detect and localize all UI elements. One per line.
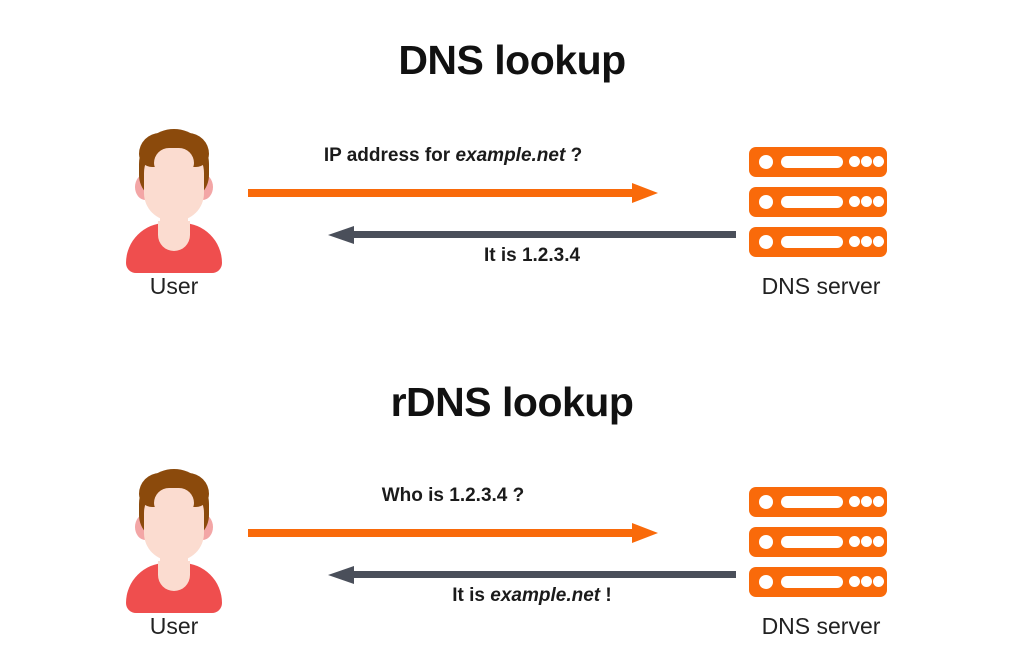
server-led-group xyxy=(849,496,884,508)
server-led-2 xyxy=(861,536,872,547)
section-title-rdns: rDNS lookup xyxy=(390,379,634,425)
server-slot-bar xyxy=(781,536,843,548)
server-slot-bar xyxy=(781,236,843,248)
server-slot-bar xyxy=(781,496,843,508)
flow-diagram-rdns: User Who is 1.2.3.4 ? It is example.net … xyxy=(0,465,1024,665)
server-led-3 xyxy=(873,576,884,587)
server-led-3 xyxy=(873,536,884,547)
actor-label-user: User xyxy=(149,613,199,639)
avatar-fringe xyxy=(139,473,209,514)
server-unit-1 xyxy=(749,147,887,177)
response-text-before: It is 1.2.3.4 xyxy=(483,245,581,266)
arrow-left-icon xyxy=(328,566,736,584)
response-text-emphasis: example.net xyxy=(490,585,601,606)
response-text-after: ! xyxy=(600,585,612,606)
server-stack-icon xyxy=(749,147,893,259)
flow-diagram-dns: User IP address for example.net ? It is … xyxy=(0,125,1024,325)
server-led-1 xyxy=(849,536,860,547)
message-request-label-dns: IP address for example.net ? xyxy=(248,145,658,167)
server-led-group xyxy=(849,576,884,588)
server-led-1 xyxy=(849,236,860,247)
server-slot-bar xyxy=(781,156,843,168)
server-unit-2 xyxy=(749,187,887,217)
server-led-group xyxy=(849,156,884,168)
server-led-2 xyxy=(861,496,872,507)
actor-server-dns: DNS server xyxy=(735,125,907,305)
avatar-collar xyxy=(158,561,190,591)
server-led-2 xyxy=(861,196,872,207)
server-power-dot xyxy=(759,195,773,209)
server-slot-bar xyxy=(781,196,843,208)
message-response-label-rdns: It is example.net ! xyxy=(328,585,736,607)
message-request-rdns: Who is 1.2.3.4 ? xyxy=(248,485,658,567)
server-led-1 xyxy=(849,156,860,167)
avatar-fringe xyxy=(139,133,209,174)
server-led-group xyxy=(849,536,884,548)
server-power-dot xyxy=(759,155,773,169)
actor-label-dns-server: DNS server xyxy=(761,613,881,639)
avatar-collar xyxy=(158,221,190,251)
server-led-1 xyxy=(849,496,860,507)
user-avatar-icon xyxy=(124,467,224,613)
actor-label-user: User xyxy=(149,273,199,299)
server-power-dot xyxy=(759,535,773,549)
actor-user-rdns: User xyxy=(108,465,240,645)
request-text-after: ? xyxy=(565,145,583,166)
message-response-dns: It is 1.2.3.4 xyxy=(328,225,736,271)
server-led-2 xyxy=(861,156,872,167)
message-request-dns: IP address for example.net ? xyxy=(248,145,658,227)
message-response-label-dns: It is 1.2.3.4 xyxy=(328,245,736,267)
server-led-3 xyxy=(873,236,884,247)
server-unit-3 xyxy=(749,227,887,257)
section-title-dns: DNS lookup xyxy=(398,37,626,83)
server-power-dot xyxy=(759,495,773,509)
server-stack-icon xyxy=(749,487,893,599)
server-slot-bar xyxy=(781,576,843,588)
server-unit-3 xyxy=(749,567,887,597)
server-led-1 xyxy=(849,196,860,207)
request-text-before: IP address for xyxy=(323,145,456,166)
user-avatar-icon xyxy=(124,127,224,273)
arrow-left-icon xyxy=(328,226,736,244)
actor-user-dns: User xyxy=(108,125,240,305)
server-unit-2 xyxy=(749,527,887,557)
request-text-emphasis: example.net xyxy=(455,145,566,166)
server-led-3 xyxy=(873,156,884,167)
server-led-2 xyxy=(861,576,872,587)
server-led-1 xyxy=(849,576,860,587)
actor-server-rdns: DNS server xyxy=(735,465,907,645)
message-response-rdns: It is example.net ! xyxy=(328,565,736,611)
arrow-right-icon xyxy=(248,183,658,203)
server-led-3 xyxy=(873,196,884,207)
actor-label-dns-server: DNS server xyxy=(761,273,881,299)
message-request-label-rdns: Who is 1.2.3.4 ? xyxy=(248,485,658,507)
request-text-before: Who is 1.2.3.4 ? xyxy=(381,485,525,506)
server-led-3 xyxy=(873,496,884,507)
server-power-dot xyxy=(759,575,773,589)
server-led-2 xyxy=(861,236,872,247)
server-power-dot xyxy=(759,235,773,249)
response-text-before: It is xyxy=(452,585,491,606)
server-led-group xyxy=(849,196,884,208)
server-led-group xyxy=(849,236,884,248)
arrow-right-icon xyxy=(248,523,658,543)
server-unit-1 xyxy=(749,487,887,517)
